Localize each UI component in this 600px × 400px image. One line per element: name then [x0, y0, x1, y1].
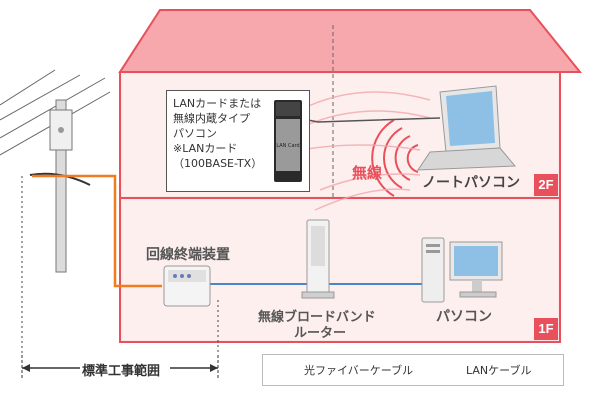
callout-line-2: 無線内蔵タイプ — [173, 112, 250, 125]
onu-device-icon — [163, 265, 211, 307]
fiber-cable — [32, 174, 162, 288]
lan-card-icon: LAN Card — [273, 99, 303, 183]
callout-line-5: （100BASE-TX） — [173, 157, 263, 170]
lan-card-callout: LANカードまたは 無線内蔵タイプ パソコン ※LANカード （100BASE-… — [166, 90, 310, 192]
legend-fiber-label: 光ファイバーケーブル — [304, 364, 414, 377]
callout-pointer — [307, 117, 441, 123]
floor-badge-1f: 1F — [534, 318, 558, 340]
wireless-label: 無線 — [352, 164, 383, 182]
desktop-pc-icon — [421, 237, 503, 303]
onu-label: 回線終端装置 — [146, 247, 230, 263]
floor-badge-2f: 2F — [534, 174, 558, 196]
legend-lan-label: LANケーブル — [466, 364, 532, 377]
callout-line-4: ※LANカード — [173, 142, 238, 155]
utility-pole — [0, 69, 111, 273]
legend — [262, 354, 564, 386]
callout-line-1: LANカードまたは — [173, 97, 262, 110]
desktop-label: パソコン — [436, 309, 492, 325]
notebook-pc-icon — [417, 85, 517, 171]
callout-line-3: パソコン — [173, 127, 217, 140]
house-roof — [118, 9, 583, 73]
scope-arrow — [21, 176, 219, 380]
scope-label: 標準工事範囲 — [82, 364, 161, 379]
router-icon — [301, 219, 335, 299]
router-label-line1: 無線ブロードバンド — [258, 310, 376, 325]
router-label-line2: ルーター — [294, 326, 347, 341]
callout-text: LANカードまたは 無線内蔵タイプ パソコン ※LANカード （100BASE-… — [173, 96, 262, 171]
wireless-radiation-icon — [299, 91, 431, 211]
wireless-waves-icon — [371, 119, 419, 197]
notebook-label: ノートパソコン — [422, 175, 520, 191]
card-label: LAN Card — [276, 143, 299, 149]
